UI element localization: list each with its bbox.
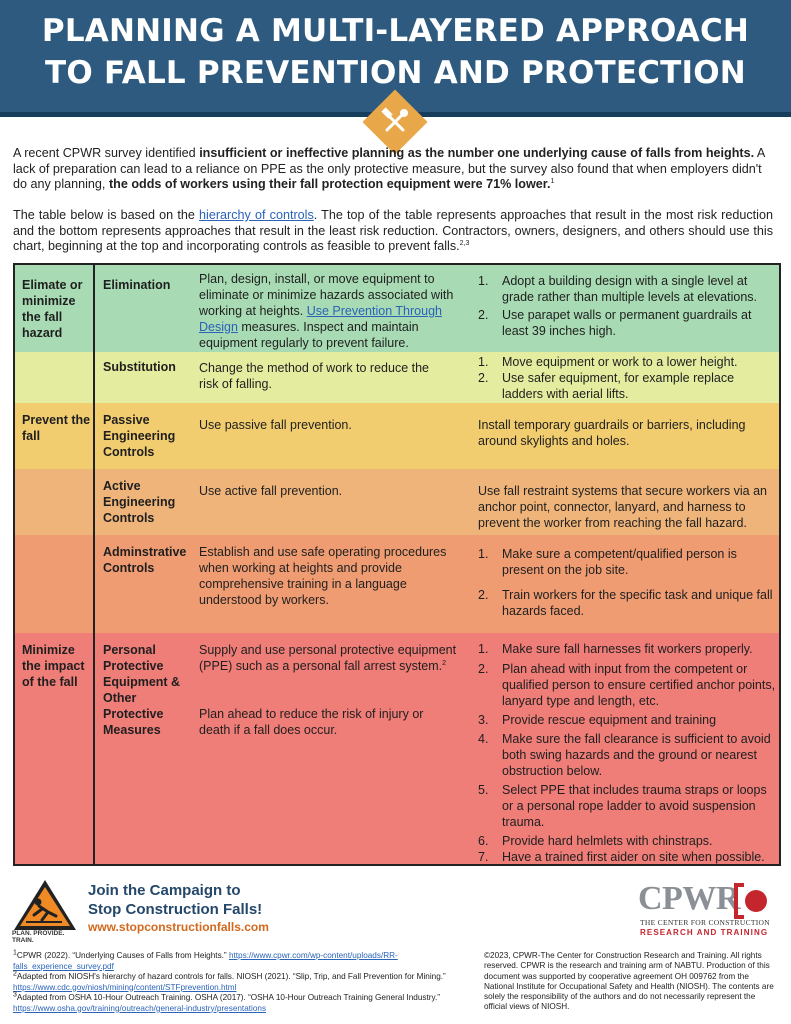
control-label: Elimination — [103, 278, 171, 292]
list-item: 1.Make sure fall harnesses fit workers p… — [478, 642, 753, 656]
action-text: Install temporary guardrails or barriers… — [478, 418, 746, 448]
campaign-heading-1: Join the Campaign to — [88, 882, 241, 899]
control-description: Plan, design, install, or move equipment… — [199, 272, 454, 350]
crossed-hammer-wrench-icon — [381, 107, 408, 132]
campaign-website-link[interactable]: www.stopconstructionfalls.com — [88, 920, 269, 934]
list-item: 4.Make sure the fall clearance is suffic… — [478, 732, 771, 778]
footnote-3: 3Adapted from OSHA 10-Hour Outreach Trai… — [13, 991, 440, 1013]
footnote-3-link[interactable]: https://www.osha.gov/training/outreach/g… — [13, 1003, 267, 1013]
control-description: Use active fall prevention. — [199, 484, 343, 498]
cpwr-bracket-circle-icon — [734, 883, 767, 919]
cpwr-subtitle-2: RESEARCH AND TRAINING — [640, 928, 769, 937]
list-item: 2.Use parapet walls or permanent guardra… — [478, 308, 752, 338]
action-list: 1.Make sure a competent/qualified person… — [478, 546, 776, 619]
control-description: Supply and use personal protective equip… — [199, 643, 457, 673]
table-row-active-engineering: Active Engineering Controls Use active f… — [15, 469, 779, 535]
control-description-secondary: Plan ahead to reduce the risk of injury … — [199, 707, 424, 737]
list-item: 2.Use safer equipment, for example repla… — [478, 371, 735, 401]
hierarchy-table: Elimate or minimize the fall hazard Elim… — [13, 263, 781, 866]
cpwr-logo-text: CPWR — [638, 880, 740, 917]
control-label: Adminstrative Controls — [103, 545, 187, 575]
footnote-2: 2Adapted from NIOSH's hierarchy of hazar… — [13, 970, 446, 992]
table-row-substitution: Substitution Change the method of work t… — [15, 352, 779, 403]
list-item: 1.Move equipment or work to a lower heig… — [478, 355, 738, 369]
campaign-heading-2: Stop Construction Falls! — [88, 901, 263, 918]
intro-paragraph-2: The table below is based on the hierarch… — [13, 208, 773, 253]
footnote-1: 1CPWR (2022). “Underlying Causes of Fall… — [13, 949, 398, 971]
page-title: PLANNING A MULTI-LAYERED APPROACH TO FAL… — [0, 10, 791, 94]
control-description: Establish and use safe operating procedu… — [199, 545, 447, 607]
action-list: 1.Adopt a building design with a single … — [478, 273, 776, 339]
list-item: 7.Have a trained first aider on site whe… — [478, 850, 765, 864]
intro-paragraph-1: A recent CPWR survey identified insuffic… — [13, 146, 765, 191]
control-label: Personal Protective Equipment & Other Pr… — [103, 643, 181, 737]
column-divider — [93, 265, 95, 864]
action-list: 1.Move equipment or work to a lower heig… — [478, 354, 776, 402]
control-label: Passive Engineering Controls — [103, 413, 176, 459]
hierarchy-of-controls-link[interactable]: hierarchy of controls — [199, 208, 314, 222]
prevention-through-design-link[interactable]: Use Prevention Through Design — [199, 304, 442, 334]
table-row-ppe: Minimize the impact of the fall Personal… — [15, 633, 779, 864]
cpwr-subtitle-1: THE CENTER FOR CONSTRUCTION — [640, 918, 770, 927]
list-item: 2.Train workers for the specific task an… — [478, 588, 773, 618]
list-item: 1.Adopt a building design with a single … — [478, 274, 758, 304]
category-label: Minimize the impact of the fall — [22, 643, 85, 689]
action-list: 1.Make sure fall harnesses fit workers p… — [478, 641, 776, 864]
control-description: Use passive fall prevention. — [199, 418, 352, 432]
title-line-1: PLANNING A MULTI-LAYERED APPROACH — [41, 13, 750, 49]
table-row-administrative: Adminstrative Controls Establish and use… — [15, 535, 779, 633]
logo-tagline: PLAN. PROVIDE. TRAIN. — [12, 930, 65, 944]
table-row-elimination: Elimate or minimize the fall hazard Elim… — [15, 265, 779, 352]
category-label: Prevent the fall — [22, 413, 91, 443]
table-row-passive-engineering: Prevent the fall Passive Engineering Con… — [15, 403, 779, 469]
list-item: 2.Plan ahead with input from the compete… — [478, 662, 776, 708]
footnotes: 1CPWR (2022). “Underlying Causes of Fall… — [13, 949, 468, 1014]
copyright-notice: ©2023, CPWR-The Center for Construction … — [484, 951, 774, 1012]
control-label: Active Engineering Controls — [103, 479, 176, 525]
footnote-1-link[interactable]: https://www.cpwr.com/wp-content/uploads/… — [13, 951, 398, 971]
action-text: Use fall restraint systems that secure w… — [478, 484, 767, 530]
list-item: 3.Provide rescue equipment and training — [478, 713, 717, 727]
falling-worker-warning-icon — [14, 880, 76, 930]
list-item: 6.Provide hard helmlets with chinstraps. — [478, 834, 713, 848]
control-label: Substitution — [103, 360, 176, 374]
category-label: Elimate or minimize the fall hazard — [22, 278, 83, 340]
title-line-2: TO FALL PREVENTION AND PROTECTION — [45, 55, 746, 91]
list-item: 5.Select PPE that includes trauma straps… — [478, 783, 767, 829]
list-item: 1.Make sure a competent/qualified person… — [478, 547, 737, 577]
footnote-2-link[interactable]: https://www.cdc.gov/niosh/mining/content… — [13, 982, 237, 992]
control-description: Change the method of work to reduce the … — [199, 361, 430, 391]
